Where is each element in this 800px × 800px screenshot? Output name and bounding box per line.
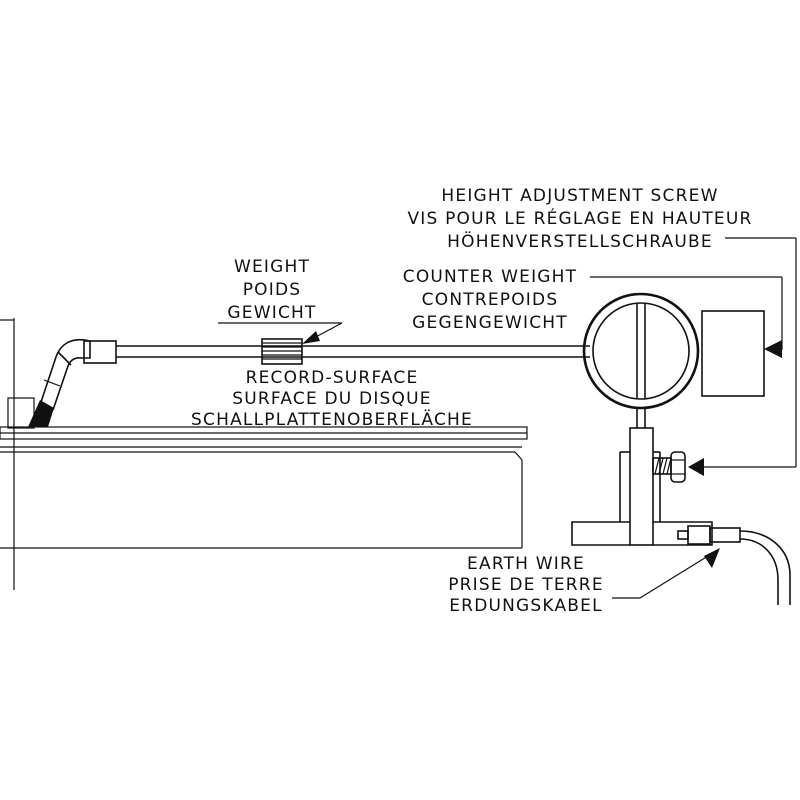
- label-weight-fr: POIDS: [243, 280, 302, 300]
- label-height-screw: HEIGHT ADJUSTMENT SCREW VIS POUR LE RÉGL…: [407, 186, 752, 252]
- counter-weight-block: [701, 310, 765, 397]
- arm-pillar: [571, 427, 713, 546]
- label-record-surface-de: SCHALLPLATTENOBERFLÄCHE: [191, 409, 473, 430]
- label-weight-en: WEIGHT: [234, 257, 310, 277]
- label-counter-weight-de: GEGENGEWICHT: [412, 313, 568, 333]
- tonearm-tube: [116, 345, 590, 358]
- label-counter-weight: COUNTER WEIGHT CONTREPOIDS GEGENGEWICHT: [403, 267, 577, 333]
- label-earth-wire-de: ERDUNGSKABEL: [449, 596, 603, 616]
- label-height-screw-fr: VIS POUR LE RÉGLAGE EN HAUTEUR: [407, 207, 752, 229]
- tracking-weight: [261, 338, 303, 365]
- headshell: [7, 338, 117, 429]
- label-record-surface-fr: SURFACE DU DISQUE: [232, 389, 431, 409]
- label-earth-wire-en: EARTH WIRE: [467, 554, 585, 574]
- turntable-plinth: [0, 318, 523, 590]
- label-earth-wire-fr: PRISE DE TERRE: [448, 575, 604, 595]
- leader-lines: [218, 237, 797, 599]
- label-counter-weight-en: COUNTER WEIGHT: [403, 267, 577, 287]
- earth-wire-plug: [677, 525, 791, 605]
- label-counter-weight-fr: CONTREPOIDS: [422, 290, 559, 310]
- label-height-screw-en: HEIGHT ADJUSTMENT SCREW: [441, 186, 718, 206]
- label-weight-de: GEWICHT: [227, 303, 316, 323]
- label-record-surface-en: RECORD-SURFACE: [246, 368, 419, 388]
- record-platter: [0, 426, 528, 440]
- label-earth-wire: EARTH WIRE PRISE DE TERRE ERDUNGSKABEL: [448, 554, 604, 616]
- label-weight: WEIGHT POIDS GEWICHT: [227, 257, 316, 323]
- counter-weight-ring: [582, 292, 700, 428]
- height-screw: [652, 451, 686, 483]
- label-record-surface: RECORD-SURFACE SURFACE DU DISQUE SCHALLP…: [191, 368, 473, 430]
- label-height-screw-de: HÖHENVERSTELLSCHRAUBE: [447, 230, 713, 252]
